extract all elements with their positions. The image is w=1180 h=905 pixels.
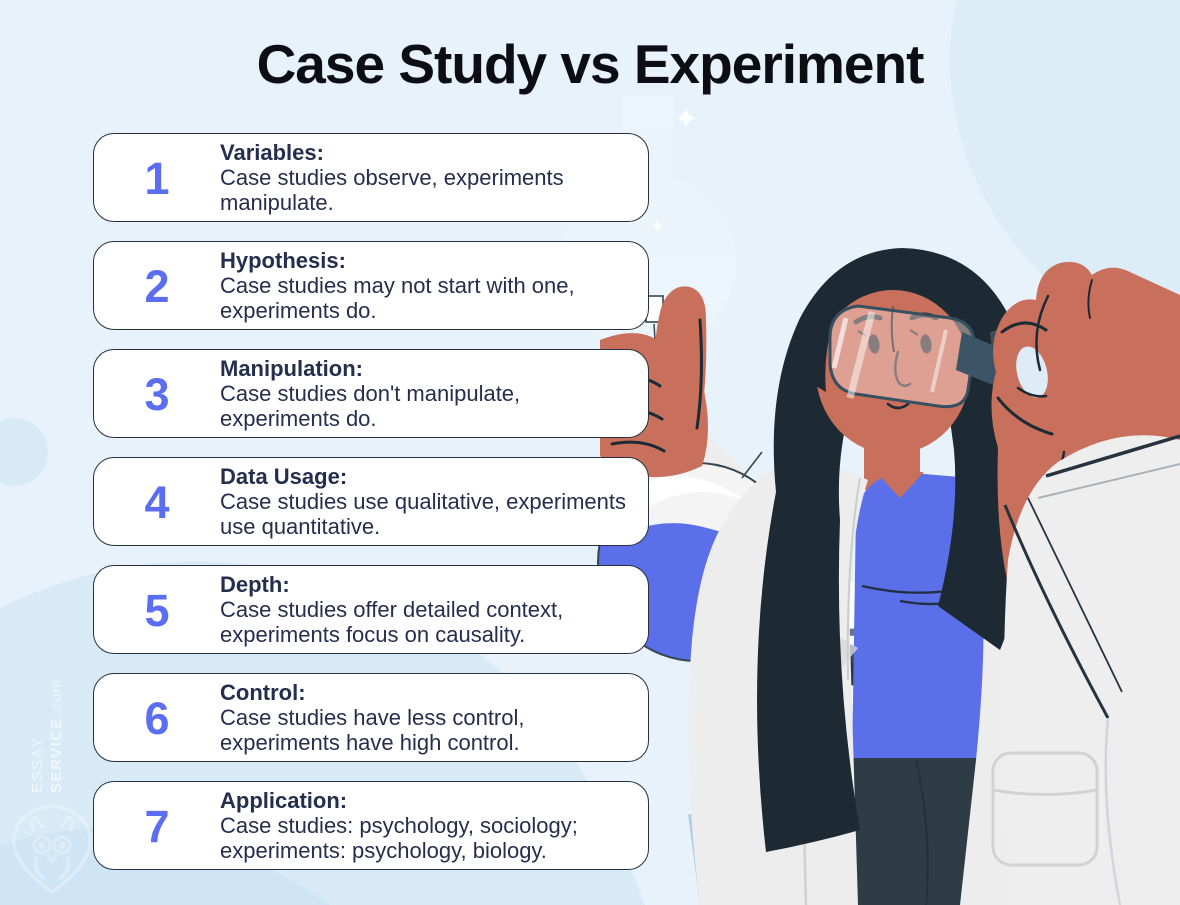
skirt	[834, 758, 1002, 905]
card-heading: Application:	[220, 788, 348, 813]
card-heading: Variables:	[220, 140, 324, 165]
brand-suffix: .com	[48, 678, 65, 717]
card-application: 7 Application: Case studies: psychology,…	[93, 781, 649, 870]
card-control: 6 Control: Case studies have less contro…	[93, 673, 649, 762]
card-body: Case studies offer detailed context, exp…	[220, 597, 564, 647]
card-body: Case studies may not start with one, exp…	[220, 273, 575, 323]
page-title: Case Study vs Experiment	[256, 33, 925, 95]
coat-pocket	[991, 751, 1099, 867]
card-body: Case studies use qualitative, experiment…	[220, 489, 626, 539]
right-sleeve	[991, 434, 1180, 905]
card-number: 2	[144, 261, 170, 312]
card-heading: Control:	[220, 680, 306, 705]
card-heading: Depth:	[220, 572, 290, 597]
card-number: 1	[144, 153, 170, 204]
sparkles	[651, 79, 706, 232]
card-data-usage: 4 Data Usage: Case studies use qualitati…	[93, 457, 649, 546]
card-heading: Data Usage:	[220, 464, 348, 489]
card-hypothesis: 2 Hypothesis: Case studies may not start…	[93, 241, 649, 330]
scientist	[597, 248, 1180, 905]
card-variables: 1 Variables: Case studies observe, exper…	[93, 133, 649, 222]
brand-watermark: ESSAY SERVICE.com	[28, 678, 66, 793]
card-body: Case studies observe, experiments manipu…	[220, 165, 564, 215]
bangs	[815, 252, 940, 392]
card-body: Case studies: psychology, sociology; exp…	[220, 813, 578, 863]
card-manipulation: 3 Manipulation: Case studies don't manip…	[93, 349, 649, 438]
card-body: Case studies have less control, experime…	[220, 705, 525, 755]
card-number: 3	[144, 369, 170, 420]
card-number: 7	[144, 801, 170, 852]
owl-shield-logo	[12, 804, 92, 894]
brand-name-top: ESSAY	[29, 736, 46, 793]
bg-circle-left	[0, 418, 48, 486]
card-number: 6	[144, 693, 170, 744]
bg-circle-top-right	[950, 0, 1180, 356]
card-depth: 5 Depth: Case studies offer detailed con…	[93, 565, 649, 654]
comparison-card-list: 1 Variables: Case studies observe, exper…	[93, 133, 649, 870]
card-number: 5	[144, 585, 170, 636]
card-heading: Hypothesis:	[220, 248, 346, 273]
card-number: 4	[144, 477, 170, 528]
brand-name-bottom: SERVICE	[48, 716, 65, 793]
card-body: Case studies don't manipulate, experimen…	[220, 381, 521, 431]
card-heading: Manipulation:	[220, 356, 363, 381]
